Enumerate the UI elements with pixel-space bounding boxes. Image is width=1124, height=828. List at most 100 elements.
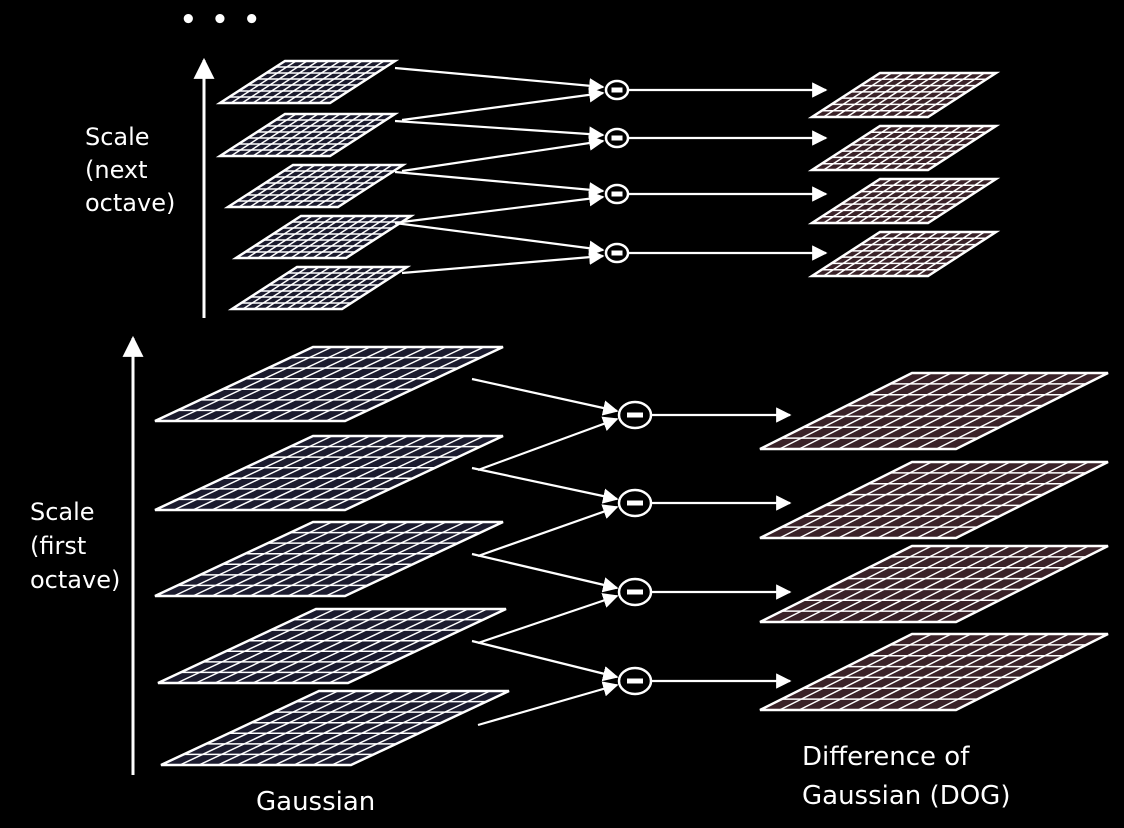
first-octave-gaussian-layer-3-grid-col	[211, 521, 371, 597]
first-octave-dog-layer-2-grid-col	[916, 461, 1070, 539]
next-octave-gaussian-layer-1-grid-col	[307, 60, 374, 104]
first-octave-gaussian-layer-2-grid-col	[249, 435, 409, 511]
next-octave-dog-layer-3-grid-col	[881, 178, 951, 224]
next-octave-gaussian-layer-4-grid-col	[323, 215, 390, 259]
first-octave-arrow-lower-1	[477, 416, 619, 472]
next-octave-subtract-node-2-minus-sign	[611, 135, 623, 141]
next-octave-arrow-upper-2	[394, 119, 605, 142]
next-octave-gaussian-layer-4-grid-col	[257, 215, 324, 259]
first-octave-dog-layer-4-grid-col	[818, 633, 972, 711]
next-octave-arrow-upper-1	[394, 66, 605, 94]
first-octave-gaussian-layer-2-grid-col	[306, 435, 466, 511]
next-octave-gaussian-layer-2-grid-col	[263, 113, 330, 157]
next-octave-dog-layer-1	[807, 71, 1001, 119]
next-octave-subtract-node-3-minus-sign	[611, 191, 623, 197]
first-octave-dog-layer-3-grid-col	[818, 545, 972, 623]
next-octave-gaussian-layer-2-grid-col	[252, 113, 319, 157]
first-octave-dog-layer-3-grid-col	[779, 545, 932, 623]
next-octave-arrow-upper-4	[394, 221, 605, 256]
first-octave-gaussian-layer-4-grid-col	[328, 608, 488, 684]
first-octave-gaussian-layer-1-grid-col	[230, 346, 390, 422]
first-octave-dog-layer-2-grid-col	[779, 461, 932, 539]
next-octave-dog-layer-3-grid-col	[915, 178, 985, 224]
next-octave-gaussian-layer-5-grid-col	[264, 266, 331, 310]
first-octave-arrow-lower-2	[477, 504, 619, 558]
first-octave-dog-layer-4-grid-col	[798, 633, 952, 711]
next-octave-gaussian-layer-2-grid-col	[318, 113, 385, 157]
first-octave-gaussian-layer-5-grid-col	[312, 690, 472, 766]
next-octave-dog-layer-1-grid-col	[892, 72, 962, 118]
next-octave-gaussian-layer-3-grid-col	[260, 164, 327, 208]
first-octave-gaussian-layer-4-grid-col	[176, 608, 336, 684]
first-octave-gaussian-layer-5-grid-col	[331, 690, 491, 766]
first-octave-gaussian-layer-1	[154, 345, 504, 423]
first-octave-gaussian-layer-3-grid-col	[173, 521, 333, 597]
first-octave-gaussian-layer-4-grid-col	[195, 608, 355, 684]
next-octave-dog-layer-4	[807, 230, 1001, 278]
first-octave-arrow-upper-2	[471, 466, 619, 504]
next-octave-gaussian-layer-2-grid-col	[307, 113, 374, 157]
first-octave-gaussian-layer-4	[157, 607, 507, 685]
next-octave-dog-layer-3-grid-col	[892, 178, 962, 224]
first-octave-subtract-node-4-minus-sign	[627, 678, 643, 684]
first-octave-arrow-upper-3	[471, 552, 619, 593]
first-octave-subtract-node-1	[617, 400, 653, 430]
first-octave-gaussian-layer-5-grid-col	[255, 690, 415, 766]
first-octave-dog-layer-1-grid-col	[838, 372, 991, 450]
first-octave-gaussian-layer-2-grid-col	[268, 435, 428, 511]
next-octave-gaussian-layer-5-grid-col	[253, 266, 320, 310]
first-octave-dog-layer-4	[759, 632, 1109, 712]
first-octave-dog-layer-3-grid-col	[877, 545, 1030, 623]
next-octave-dog-layer-2-grid-col	[834, 125, 904, 171]
next-octave-gaussian-layer-1-grid-col	[263, 60, 330, 104]
gaussian-caption: Gaussian	[256, 787, 375, 817]
next-octave-gaussian-layer-1-grid-col	[241, 60, 308, 104]
next-octave-arrow-upper-3	[394, 170, 605, 198]
next-octave-gaussian-layer-1-grid-col	[296, 60, 363, 104]
first-octave-dog-layer-3-grid-col	[838, 545, 991, 623]
next-octave-gaussian-layer-1-grid-col	[230, 60, 297, 104]
first-octave-dog-layer-2-grid-col	[838, 461, 991, 539]
first-octave-dog-layer-2-grid-col	[857, 461, 1011, 539]
first-octave-dog-layer-1-grid-col	[818, 372, 972, 450]
first-octave-dog-layer-4-grid-col	[779, 633, 932, 711]
first-octave-gaussian-layer-1-grid-col	[268, 346, 428, 422]
next-octave-gaussian-layer-5-grid-col	[330, 266, 397, 310]
next-octave-dog-layer-3-grid-col	[846, 178, 916, 224]
next-octave-gaussian-layer-4-grid-col	[312, 215, 379, 259]
next-octave-subtract-node-3	[604, 183, 630, 205]
first-octave-gaussian-layer-4-grid-col	[271, 608, 431, 684]
first-octave-gaussian-layer-1-grid-col	[287, 346, 447, 422]
first-octave-dog-layer-3-grid-col	[798, 545, 952, 623]
first-octave-gaussian-layer-2-grid-col	[230, 435, 390, 511]
first-octave-dog-layer-3	[759, 544, 1109, 624]
dog-caption: Difference of Gaussian (DOG)	[802, 742, 1010, 811]
first-octave-gaussian-layer-3-grid-col	[249, 521, 409, 597]
next-octave-gaussian-layer-2-grid-col	[241, 113, 308, 157]
next-octave-gaussian-layer-4-grid-col	[268, 215, 335, 259]
first-octave-gaussian-layer-1-grid-col	[192, 346, 352, 422]
next-octave-gaussian-layer-3-grid-col	[238, 164, 305, 208]
next-octave-gaussian-layer-3-grid-col	[293, 164, 360, 208]
next-octave-dog-layer-2-grid-col	[915, 125, 985, 171]
first-octave-subtract-node-1-minus-sign	[627, 412, 643, 418]
first-octave-dog-layer-3-grid-col	[896, 545, 1050, 623]
first-octave-dog-layer-2-grid-col	[798, 461, 952, 539]
first-octave-gaussian-layer-1-grid-col	[173, 346, 333, 422]
next-octave-dog-layer-1-grid-col	[846, 72, 916, 118]
next-octave-dog-layer-4-grid-col	[846, 231, 916, 277]
first-octave-gaussian-layer-2-grid-col	[192, 435, 352, 511]
first-octave-gaussian-layer-5-grid-col	[179, 690, 339, 766]
next-octave-dog-layer-1-grid-col	[823, 72, 893, 118]
next-octave-dog-layer-2-grid-col	[904, 125, 974, 171]
first-octave-gaussian-layer-5-grid-col	[198, 690, 358, 766]
first-octave-dog-layer-4-grid-col	[916, 633, 1070, 711]
first-octave-dog-layer-3-grid-col	[916, 545, 1070, 623]
next-octave-gaussian-layer-4-grid-col	[301, 215, 368, 259]
first-octave-gaussian-layer-3	[154, 520, 504, 598]
next-octave-gaussian-layer-2-grid-col	[230, 113, 297, 157]
first-octave-label: Scale (first octave)	[30, 498, 120, 594]
next-octave-label: Scale (next octave)	[85, 123, 175, 217]
first-octave-gaussian-layer-1-grid-col	[211, 346, 371, 422]
next-octave-dog-layer-3-grid-col	[869, 178, 939, 224]
